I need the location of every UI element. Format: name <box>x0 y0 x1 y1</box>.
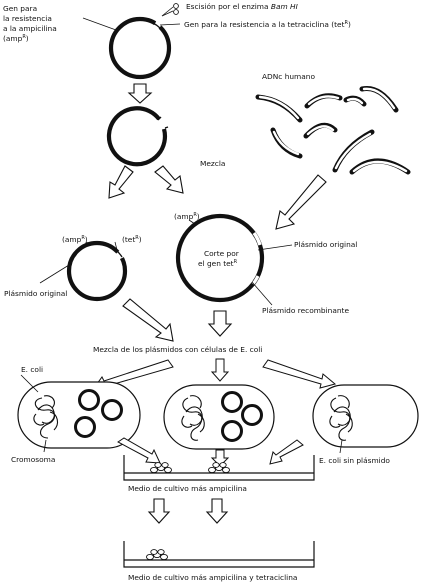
plasmid-top <box>108 16 172 80</box>
culture-dish-1 <box>123 455 315 481</box>
corte-label-2: el gen tetR <box>198 259 238 268</box>
gen-amp-label-4: (ampR) <box>3 34 29 43</box>
arrow-to-cell-3 <box>262 359 337 389</box>
ecoli-cell-2 <box>163 384 275 450</box>
arrow-mezcla-right <box>154 165 184 194</box>
arrow-to-dish2-a <box>147 498 171 524</box>
arrow-cdna <box>275 174 327 230</box>
ecoli-sin-label: E. coli sin plásmido <box>319 456 390 465</box>
gen-amp-label-3: a la ampicilina <box>3 24 57 33</box>
gen-amp-label-2: la resistencia <box>3 14 52 23</box>
plasmido-recombinante-label: Plásmido recombinante <box>262 306 349 315</box>
arrow-to-dish1-b <box>210 449 230 467</box>
arrow-to-dish1-a <box>117 437 161 464</box>
amp-left-label: (ampR) <box>62 235 88 244</box>
plasmid-recombinant <box>175 213 265 303</box>
arrow-to-dish2-b <box>205 498 229 524</box>
amp-right-label: (ampR) <box>174 212 200 221</box>
gen-amp-label-1: Gen para <box>3 4 37 13</box>
arrow-right-to-mix <box>207 310 233 337</box>
plasmido-original-right-label: Plásmido original <box>294 240 357 249</box>
arrow-to-dish1-c <box>269 439 304 465</box>
ecoli-cell-3 <box>312 384 419 448</box>
tet-left-label: (tetR) <box>122 235 142 244</box>
cromosoma-label: Cromosoma <box>11 455 55 464</box>
ecoli-cell-1 <box>17 381 141 449</box>
arrow-mezcla-left <box>108 165 134 199</box>
medio-1-label: Medio de cultivo más ampicilina <box>128 484 247 493</box>
plasmid-original-left <box>66 240 128 302</box>
ecoli-label: E. coli <box>21 365 43 374</box>
arrow-down-1 <box>127 83 153 104</box>
mezcla-label: Mezcla <box>200 159 225 168</box>
adnc-label: ADNc humano <box>262 72 315 81</box>
cdna-fragments <box>255 85 411 175</box>
scissors-icon <box>161 3 179 17</box>
plasmido-original-left-label: Plásmido original <box>4 289 67 298</box>
gen-tet-label: Gen para la resistencia a la tetraciclin… <box>184 20 351 29</box>
medio-2-label: Medio de cultivo más ampicilina y tetrac… <box>128 573 297 582</box>
plasmid-cut <box>106 106 169 167</box>
arrow-left-to-mix <box>122 298 174 342</box>
mezcla-plasmidos-label: Mezcla de los plásmidos con células de E… <box>93 345 262 354</box>
escision-label: Escisión por el enzima Bam HI <box>186 2 298 11</box>
corte-label-1: Corte por <box>204 249 240 258</box>
culture-dish-2 <box>123 541 315 568</box>
arrow-to-cell-2 <box>210 358 230 382</box>
